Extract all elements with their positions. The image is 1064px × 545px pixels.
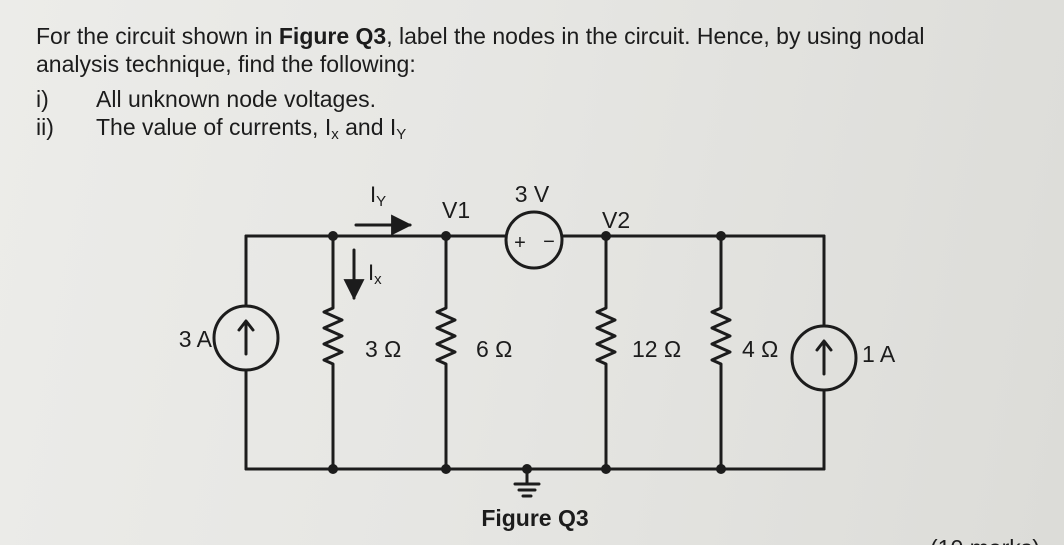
current-source-1a-arrow bbox=[815, 339, 833, 376]
resistor-4-ohm bbox=[710, 234, 732, 471]
label-3-ohm: 3 Ω bbox=[365, 336, 401, 362]
label-6-ohm: 6 Ω bbox=[476, 336, 512, 362]
resistor-12-ohm bbox=[595, 234, 617, 471]
label-1a: 1 A bbox=[862, 341, 896, 367]
label-3v: 3 V bbox=[515, 181, 550, 207]
junction-dots bbox=[328, 231, 726, 474]
question-line-2: analysis technique, find the following: bbox=[36, 51, 416, 77]
label-4-ohm: 4 Ω bbox=[742, 336, 778, 362]
label-12-ohm: 12 Ω bbox=[632, 336, 681, 362]
resistor-6-ohm bbox=[435, 234, 457, 471]
voltage-source-3v bbox=[504, 210, 564, 270]
figure-caption: Figure Q3 bbox=[481, 505, 588, 531]
current-source-3a bbox=[212, 304, 280, 372]
question-item-1: i)All unknown node voltages. bbox=[36, 86, 377, 112]
resistor-3-ohm bbox=[322, 234, 344, 471]
label-ix: Ix bbox=[368, 260, 382, 288]
question-text: For the circuit shown in Figure Q3, labe… bbox=[36, 22, 925, 78]
question-line-1: For the circuit shown in Figure Q3, labe… bbox=[36, 23, 925, 49]
label-3a: 3 A bbox=[179, 326, 213, 352]
current-source-3a-arrow bbox=[237, 319, 255, 356]
marks-partial: (10 marks) bbox=[930, 535, 1040, 545]
label-v1: V1 bbox=[442, 197, 470, 223]
label-iy: IY bbox=[370, 182, 386, 210]
label-v2: V2 bbox=[602, 207, 630, 233]
ground-icon bbox=[513, 467, 541, 498]
question-item-2: ii)The value of currents, Ix and IY bbox=[36, 114, 407, 143]
voltage-plus: + bbox=[514, 232, 526, 254]
current-source-1a bbox=[790, 324, 858, 392]
voltage-minus: − bbox=[543, 231, 555, 253]
